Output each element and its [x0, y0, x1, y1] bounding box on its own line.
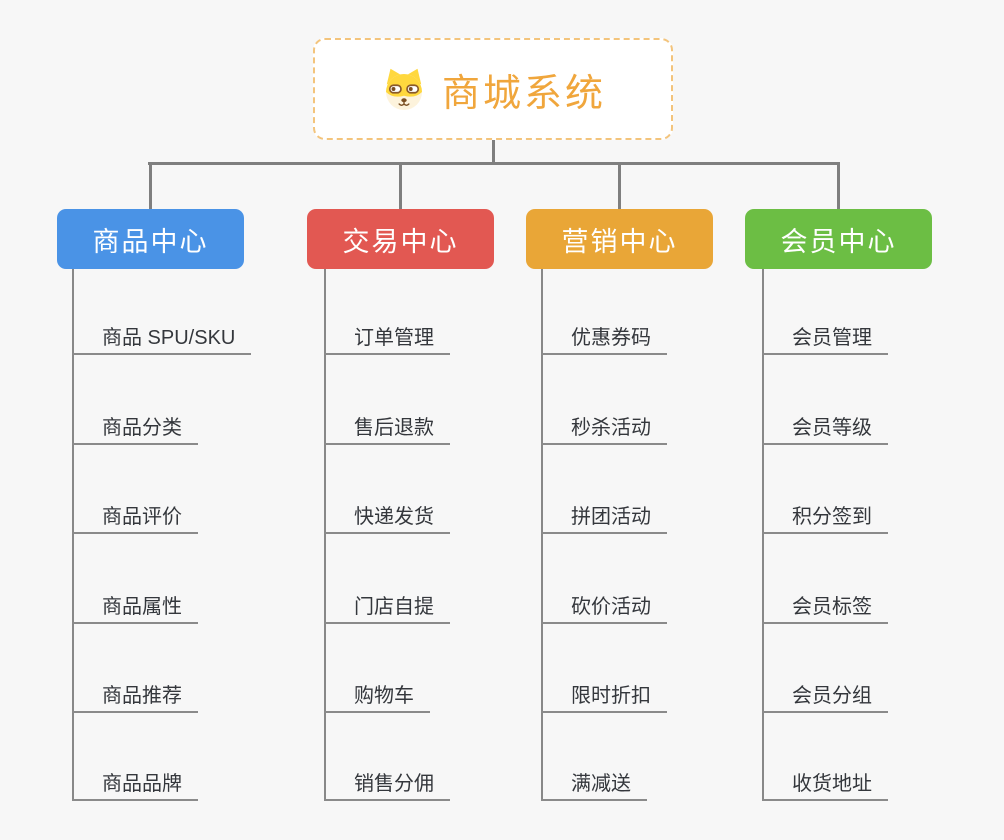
- dog-face-icon: [380, 66, 428, 112]
- leaf-node[interactable]: 秒杀活动: [541, 405, 667, 445]
- connector-drop: [618, 163, 621, 210]
- leaf-node[interactable]: 购物车: [324, 673, 430, 713]
- connector-spine: [72, 269, 74, 800]
- leaf-node[interactable]: 砍价活动: [541, 584, 667, 624]
- branch-node-product-center[interactable]: 商品中心: [57, 209, 244, 269]
- branch-node-member-center[interactable]: 会员中心: [745, 209, 932, 269]
- leaf-node[interactable]: 商品推荐: [72, 673, 198, 713]
- leaf-node[interactable]: 会员标签: [762, 584, 888, 624]
- leaf-node[interactable]: 订单管理: [324, 315, 450, 355]
- leaf-node[interactable]: 商品分类: [72, 405, 198, 445]
- leaf-node[interactable]: 售后退款: [324, 405, 450, 445]
- leaf-node[interactable]: 门店自提: [324, 584, 450, 624]
- leaf-node[interactable]: 优惠券码: [541, 315, 667, 355]
- leaf-node[interactable]: 满减送: [541, 761, 647, 801]
- leaf-node[interactable]: 积分签到: [762, 494, 888, 534]
- leaf-node[interactable]: 会员分组: [762, 673, 888, 713]
- connector-spine: [762, 269, 764, 800]
- leaf-node[interactable]: 会员管理: [762, 315, 888, 355]
- connector-drop: [399, 163, 402, 210]
- connector-root-stem: [492, 140, 495, 163]
- connector-spine: [541, 269, 543, 800]
- leaf-node[interactable]: 收货地址: [762, 761, 888, 801]
- leaf-node[interactable]: 快递发货: [324, 494, 450, 534]
- connector-horizontal-rail: [148, 162, 840, 165]
- root-node-title: 商城系统: [441, 72, 606, 115]
- leaf-node[interactable]: 商品评价: [72, 494, 198, 534]
- root-node[interactable]: 商城系统: [313, 38, 673, 140]
- connector-drop: [837, 163, 840, 210]
- connector-drop: [149, 163, 152, 210]
- leaf-node[interactable]: 限时折扣: [541, 673, 667, 713]
- branch-node-trade-center[interactable]: 交易中心: [307, 209, 494, 269]
- leaf-node[interactable]: 商品 SPU/SKU: [72, 315, 252, 355]
- leaf-node[interactable]: 商品属性: [72, 584, 198, 624]
- leaf-node[interactable]: 会员等级: [762, 405, 888, 445]
- leaf-node[interactable]: 拼团活动: [541, 494, 667, 534]
- branch-node-marketing-center[interactable]: 营销中心: [526, 209, 713, 269]
- leaf-node[interactable]: 商品品牌: [72, 761, 198, 801]
- connector-spine: [324, 269, 326, 800]
- leaf-node[interactable]: 销售分佣: [324, 761, 450, 801]
